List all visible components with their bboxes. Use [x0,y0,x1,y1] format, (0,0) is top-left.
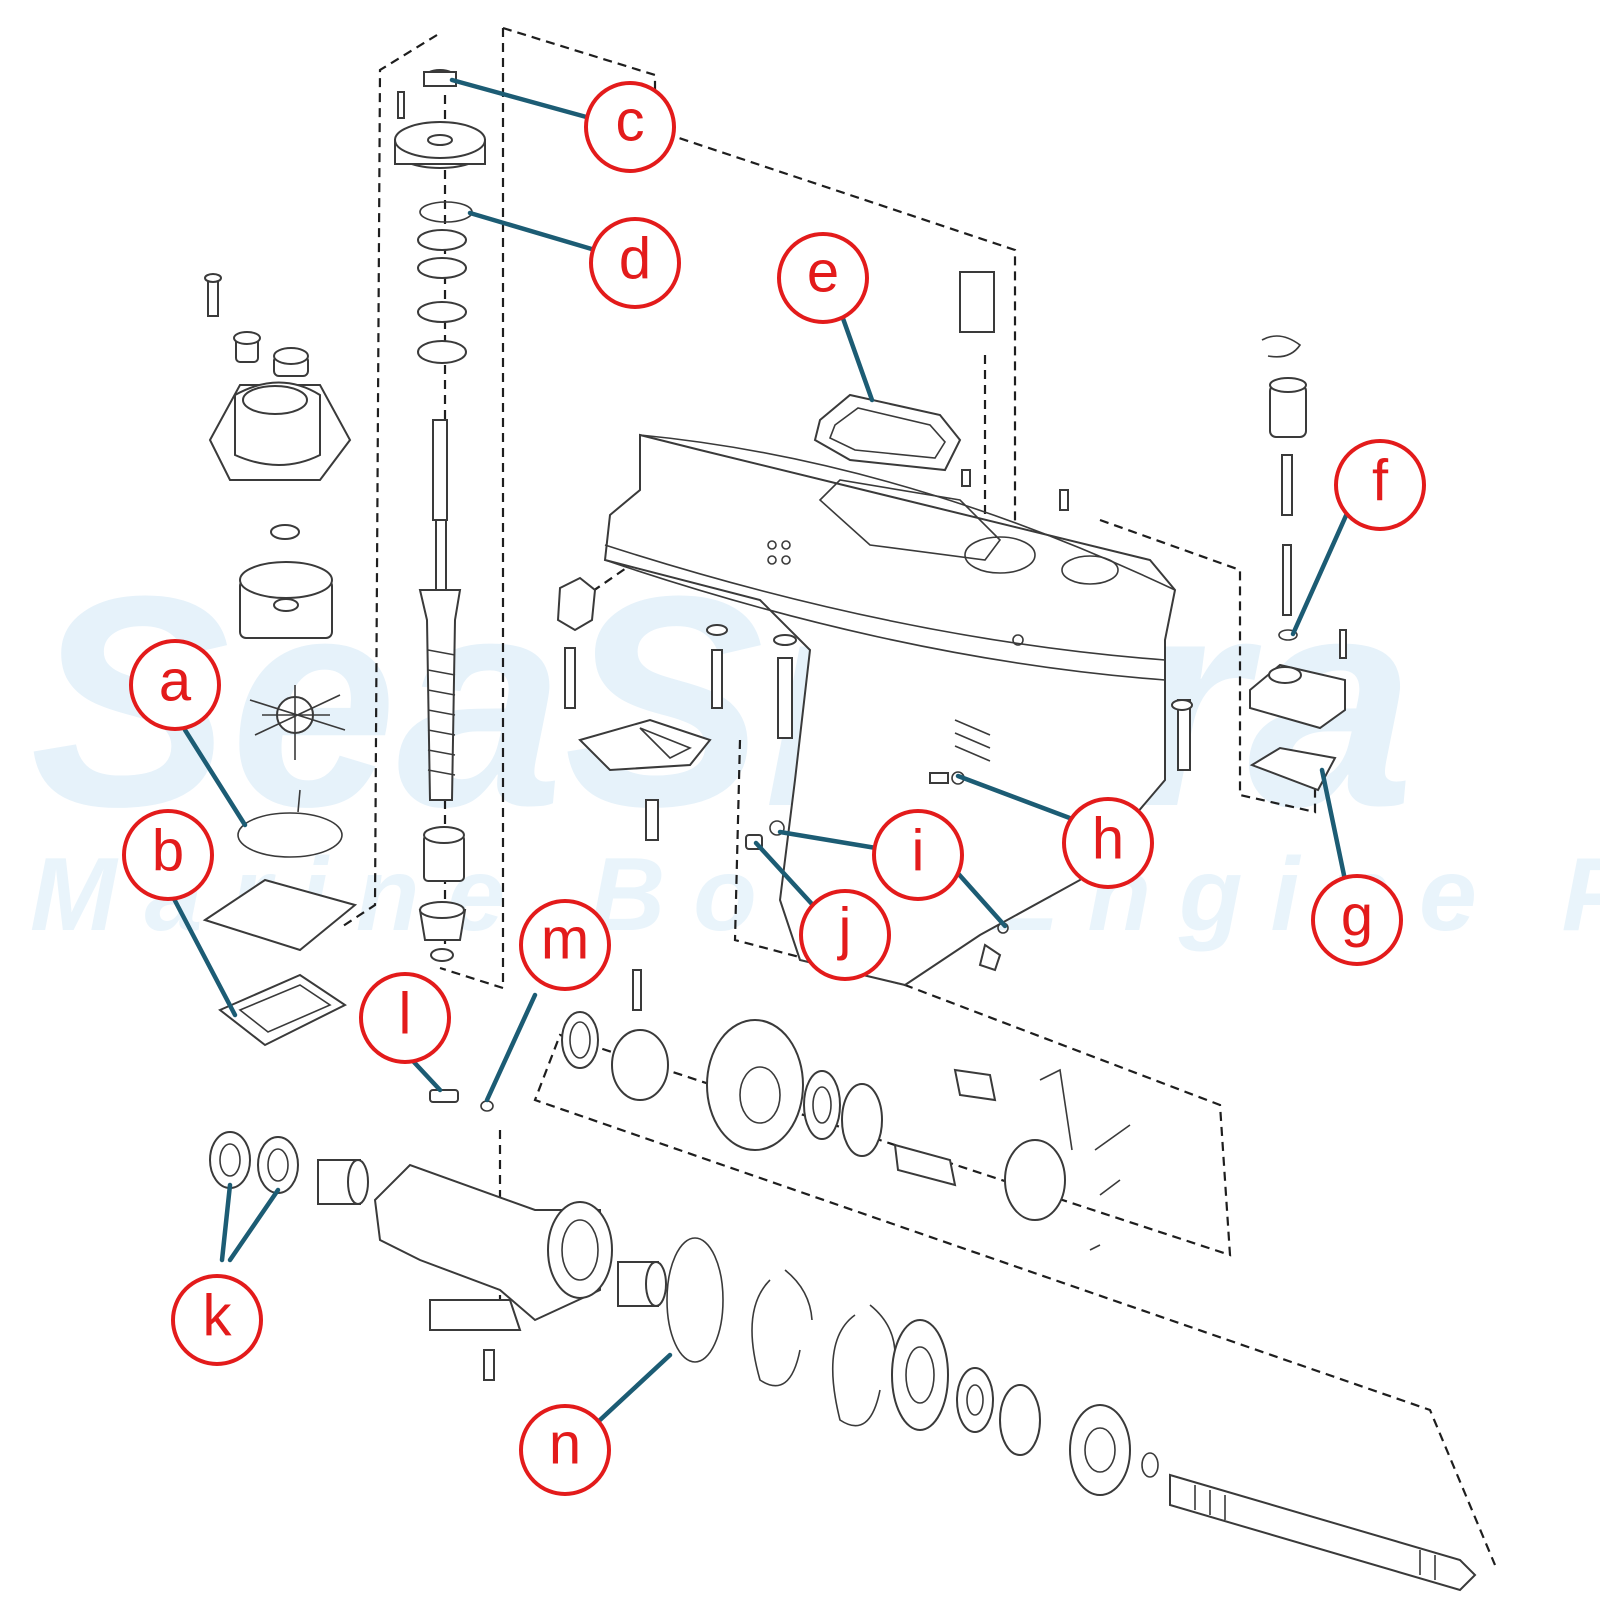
center-small-parts [556,576,1193,972]
gasket-b [218,973,347,1047]
o-ring-a [237,812,343,858]
impeller [249,685,346,760]
gasket-g [1249,746,1337,792]
callout-e: e [777,232,869,324]
callout-k: k [171,1274,263,1366]
callout-label-h: h [1092,807,1124,872]
callout-label-n: n [549,1412,581,1477]
callout-i: i [872,809,964,901]
callout-label-c: c [616,89,645,154]
callout-n: n [519,1404,611,1496]
gearcase-housing [603,271,1177,987]
callout-c: c [584,81,676,173]
callout-l: l [359,972,451,1064]
callout-label-a: a [159,649,192,714]
plate [202,878,358,952]
forward-gear [706,1019,804,1151]
washer-m [480,1100,494,1112]
callout-d: d [589,217,681,309]
drive-shaft-stack [394,69,486,962]
callout-label-l: l [399,982,412,1047]
callout-label-i: i [912,819,925,884]
bearing-carrier [373,1163,601,1322]
shift-rod-assembly [1249,335,1347,792]
callout-label-j: j [837,897,852,962]
propshaft-components [209,1089,1477,1592]
callout-label-b: b [152,819,184,884]
callout-label-f: f [1372,449,1389,514]
callout-label-k: k [203,1284,233,1349]
leader-lines [169,77,1356,1423]
propeller-shaft [1169,1473,1477,1592]
callout-b: b [122,809,214,901]
callout-label-g: g [1341,884,1373,949]
callout-label-d: d [619,227,651,292]
water-pump-assembly [202,273,358,1047]
callout-a: a [129,639,221,731]
callout-h: h [1062,797,1154,889]
callout-label-e: e [807,240,839,305]
callout-f: f [1334,439,1426,531]
o-ring-n [666,1237,724,1363]
callout-label-m: m [541,907,589,972]
screw-l [429,1089,459,1103]
water-seal-e [813,393,962,472]
callout-g: g [1311,874,1403,966]
callout-j: j [799,889,891,981]
gear-clutch-assembly [561,969,1131,1251]
callout-m: m [519,899,611,991]
